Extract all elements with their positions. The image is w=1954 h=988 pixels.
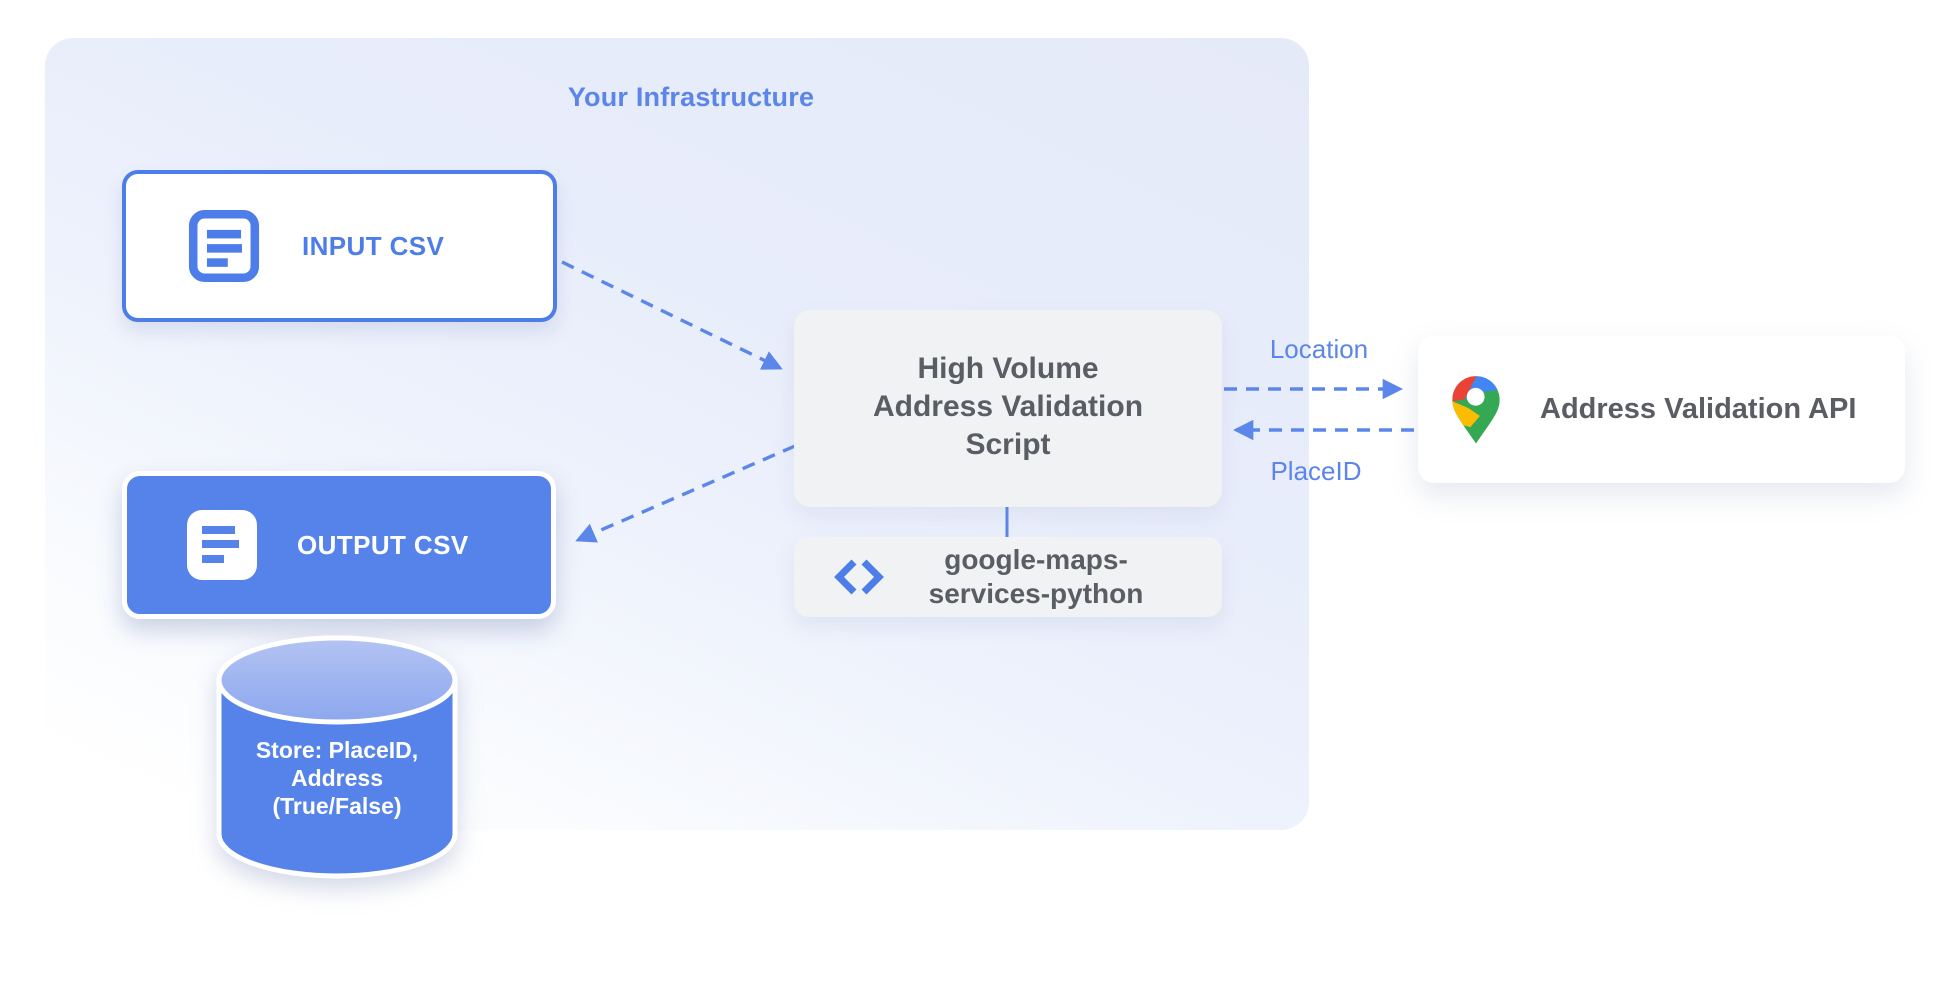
datastore-cylinder: Store: PlaceID, Address (True/False)	[205, 624, 469, 886]
pin-center-hole	[1466, 387, 1485, 406]
library-label-line: google-maps-	[944, 544, 1128, 575]
api-node: Address Validation API	[1418, 336, 1905, 483]
input-csv-label: INPUT CSV	[302, 230, 445, 261]
script-label-line: Address Validation	[872, 389, 1144, 423]
output-csv-label: OUTPUT CSV	[297, 529, 469, 560]
input-csv-node: INPUT CSV	[122, 170, 557, 322]
script-label-line: High Volume	[917, 351, 1099, 385]
cylinder-top	[216, 635, 458, 725]
infrastructure-title: Your Infrastructure	[567, 82, 815, 112]
library-label-line: services-python	[928, 578, 1144, 609]
document-lines-filled-icon	[187, 510, 257, 580]
database-cylinder-icon	[216, 635, 458, 879]
datastore-label: Store: PlaceID, Address (True/False)	[205, 736, 469, 820]
placeid-edge-label: PlaceID	[1270, 456, 1362, 486]
datastore-label-line: (True/False)	[272, 793, 402, 819]
code-brackets-icon	[834, 559, 884, 595]
output-csv-node: OUTPUT CSV	[122, 471, 556, 619]
location-edge-label: Location	[1269, 334, 1369, 364]
api-label: Address Validation API	[1540, 393, 1857, 425]
document-lines-outline-icon	[188, 210, 260, 282]
script-label-line: Script	[965, 427, 1051, 461]
library-label: google-maps- services-python	[884, 543, 1188, 611]
datastore-label-line: Store: PlaceID,	[255, 737, 419, 763]
library-node: google-maps- services-python	[794, 537, 1222, 617]
datastore-label-line: Address	[290, 765, 384, 791]
google-maps-pin-icon	[1452, 375, 1500, 444]
script-node: High Volume Address Validation Script	[794, 310, 1222, 507]
